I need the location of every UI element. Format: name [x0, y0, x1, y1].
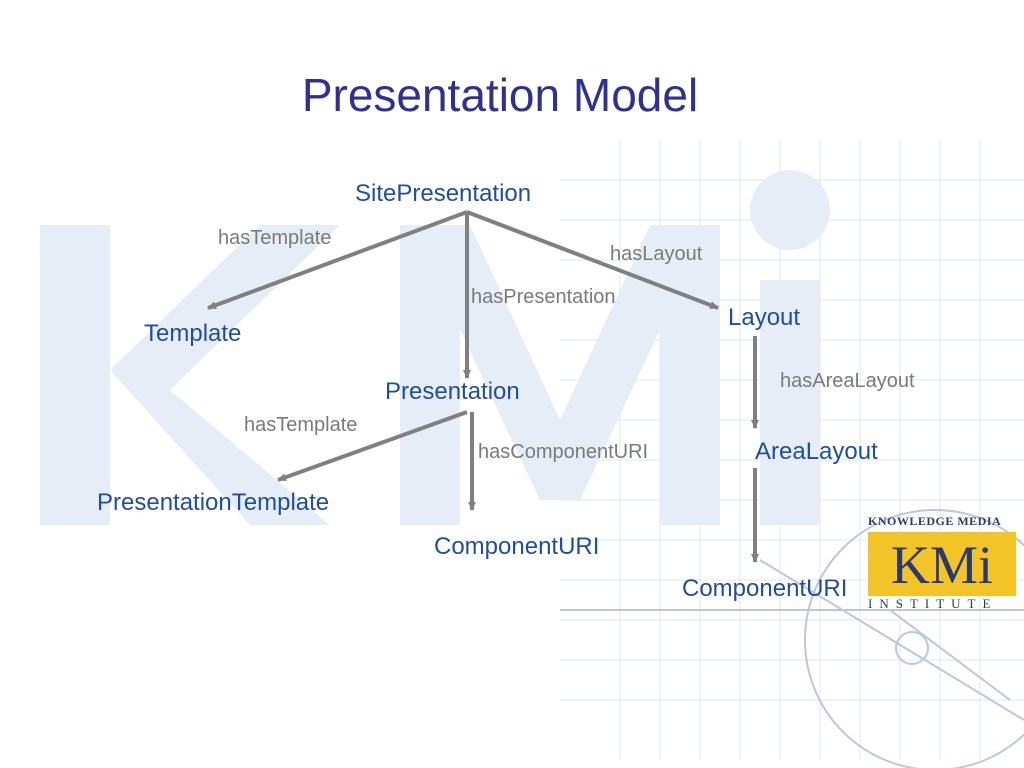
arrow-sitepresentation-layout	[466, 210, 719, 310]
node-presentation-template: PresentationTemplate	[97, 489, 330, 516]
edge-label-has-template-1: hasTemplate	[218, 227, 332, 249]
logo-yellow-box	[868, 532, 1016, 596]
node-area-layout: AreaLayout	[755, 438, 878, 465]
logo-mark: KMi	[890, 535, 993, 595]
logo-top-line: KNOWLEDGE MEDIA	[868, 514, 1002, 528]
node-component-uri-2: ComponentURI	[682, 575, 848, 602]
edge-label-has-layout: hasLayout	[610, 243, 703, 265]
edge-label-has-area-layout: hasAreaLayout	[780, 370, 915, 392]
edge-label-has-presentation: hasPresentation	[471, 286, 616, 308]
arrow-sitepresentation-template	[207, 210, 468, 310]
node-template: Template	[144, 320, 242, 347]
arrow-presentation-presentationtemplate	[277, 410, 468, 482]
edge-label-has-template-2: hasTemplate	[244, 414, 358, 436]
node-component-uri-1: ComponentURI	[434, 533, 600, 560]
edge-label-has-component-uri: hasComponentURI	[478, 441, 649, 463]
node-presentation: Presentation	[385, 378, 520, 405]
node-layout: Layout	[728, 304, 801, 331]
kmi-logo: KNOWLEDGE MEDIA KMi INSTITUTE	[860, 510, 1020, 620]
logo-bottom-line: INSTITUTE	[868, 596, 998, 611]
node-site-presentation: SitePresentation	[355, 180, 532, 207]
slide-title: Presentation Model	[301, 69, 699, 121]
